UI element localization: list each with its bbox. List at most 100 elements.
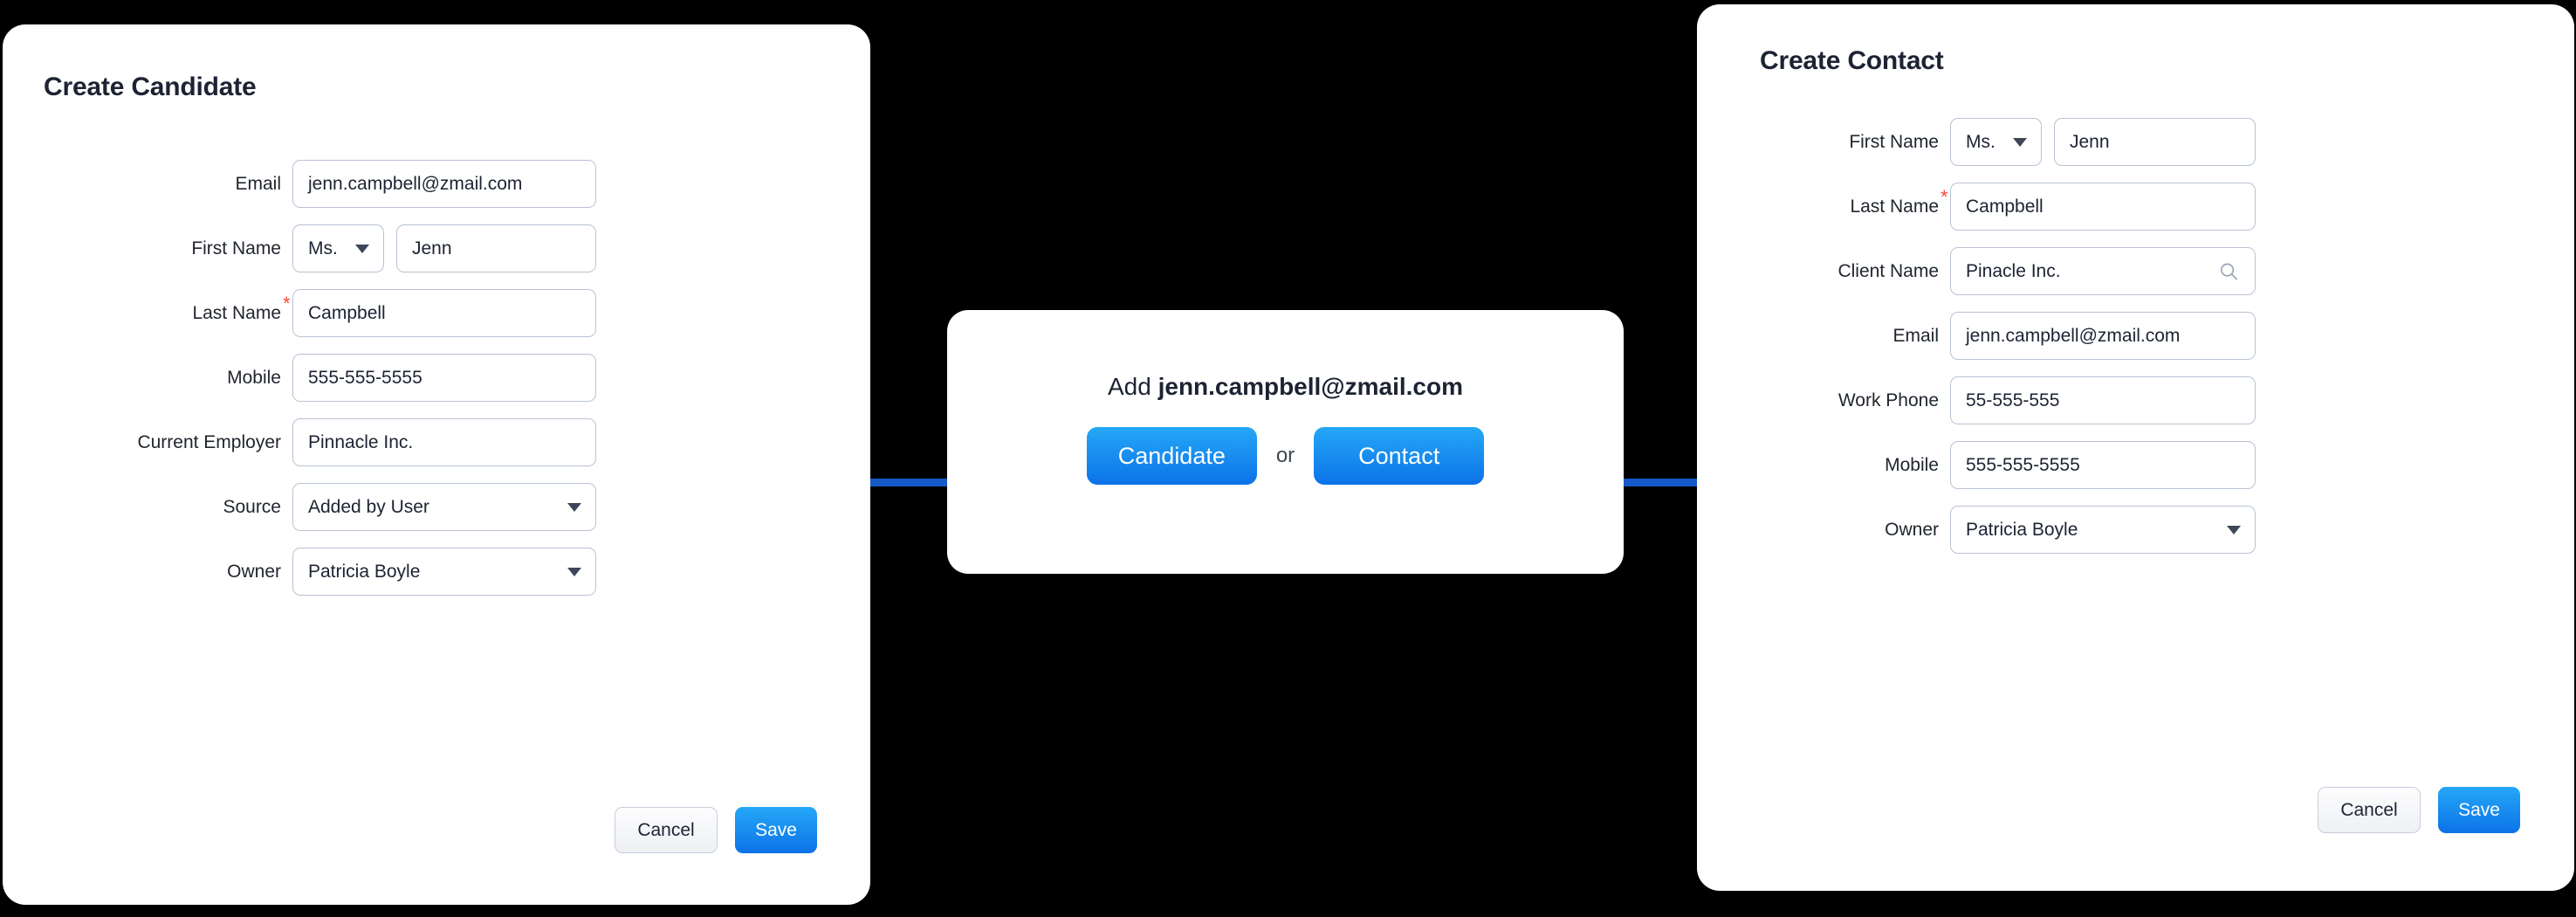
chevron-down-icon (2227, 525, 2241, 534)
candidate-form-actions: Cancel Save (615, 807, 817, 853)
cancel-button-contact[interactable]: Cancel (2318, 787, 2421, 833)
field-value: Pinacle Inc. (1966, 260, 2061, 281)
salutation-select[interactable]: Ms. (292, 224, 384, 272)
dropdown-field[interactable]: Patricia Boyle (1950, 506, 2256, 554)
field-label-text: Last Name (1850, 196, 1939, 217)
dropdown-field[interactable]: Added by User (292, 483, 596, 531)
connector-line-left (869, 479, 951, 486)
first-name-input[interactable]: Jenn (2054, 118, 2256, 166)
or-separator-label: or (1275, 444, 1295, 467)
candidate-choice-button[interactable]: Candidate (1086, 427, 1257, 485)
text-input[interactable]: 55-555-555 (1950, 376, 2256, 424)
text-input[interactable]: 555-555-5555 (292, 354, 596, 402)
field-value: Patricia Boyle (308, 561, 421, 582)
search-icon[interactable] (2219, 261, 2239, 281)
chevron-down-icon (355, 244, 369, 253)
first-name-input[interactable]: Jenn (396, 224, 596, 272)
field-group: 555-555-5555 (1950, 441, 2256, 489)
field-label: Mobile (3, 354, 292, 402)
field-group: Pinnacle Inc. (292, 418, 596, 466)
form-row: Mobile 555-555-5555 (3, 354, 870, 402)
dialog-title: Add jenn.campbell@zmail.com (1108, 373, 1463, 401)
field-label: Last Name* (3, 289, 292, 337)
field-label: First Name (3, 224, 292, 272)
field-label: First Name (1697, 118, 1950, 166)
form-row: Email jenn.campbell@zmail.com (3, 160, 870, 208)
field-label: Current Employer (3, 418, 292, 466)
field-label-text: Work Phone (1838, 390, 1939, 410)
field-group: Ms. Jenn (292, 224, 596, 272)
text-input[interactable]: jenn.campbell@zmail.com (292, 160, 596, 208)
field-group: Campbell (1950, 183, 2256, 231)
text-input[interactable]: Pinnacle Inc. (292, 418, 596, 466)
field-value: Campbell (1966, 196, 2044, 217)
field-group: Patricia Boyle (292, 548, 596, 596)
dialog-actions: Candidate or Contact (1086, 427, 1485, 485)
form-row: Last Name* Campbell (3, 289, 870, 337)
form-row: Owner Patricia Boyle (1697, 506, 2574, 554)
field-value: Patricia Boyle (1966, 519, 2078, 540)
field-label: Mobile (1697, 441, 1950, 489)
text-input[interactable]: Campbell (1950, 183, 2256, 231)
field-value: jenn.campbell@zmail.com (308, 173, 523, 194)
field-label: Client Name (1697, 247, 1950, 295)
field-label-text: Email (1893, 326, 1939, 346)
field-group: Added by User (292, 483, 596, 531)
field-group: 555-555-5555 (292, 354, 596, 402)
field-label-text: First Name (1849, 132, 1939, 152)
contact-choice-button[interactable]: Contact (1314, 427, 1485, 485)
field-group: Ms. Jenn (1950, 118, 2256, 166)
required-asterisk: * (1941, 186, 1948, 208)
text-input[interactable]: Campbell (292, 289, 596, 337)
field-label: Email (3, 160, 292, 208)
field-value: Campbell (308, 302, 386, 323)
save-button-candidate[interactable]: Save (735, 807, 817, 853)
connector-line-right (1619, 479, 1698, 486)
field-label-text: Mobile (227, 368, 281, 388)
contact-form-actions: Cancel Save (2318, 787, 2520, 833)
field-label-text: Mobile (1885, 455, 1939, 475)
form-row: Source Added by User (3, 483, 870, 531)
first-name-value: Jenn (412, 238, 452, 259)
page-title-candidate: Create Candidate (44, 72, 257, 101)
field-label-text: Client Name (1838, 261, 1939, 281)
form-row: Owner Patricia Boyle (3, 548, 870, 596)
dialog-title-email: jenn.campbell@zmail.com (1157, 373, 1463, 400)
save-button-contact[interactable]: Save (2438, 787, 2520, 833)
page-title-contact: Create Contact (1760, 46, 1944, 75)
form-row: Work Phone 55-555-555 (1697, 376, 2574, 424)
dialog-title-prefix: Add (1107, 373, 1158, 400)
field-value: 555-555-5555 (1966, 454, 2080, 475)
field-value: jenn.campbell@zmail.com (1966, 325, 2181, 346)
field-label: Last Name* (1697, 183, 1950, 231)
text-input[interactable]: 555-555-5555 (1950, 441, 2256, 489)
field-label-text: Source (223, 497, 281, 517)
chevron-down-icon (567, 567, 581, 576)
salutation-select[interactable]: Ms. (1950, 118, 2042, 166)
field-group: jenn.campbell@zmail.com (1950, 312, 2256, 360)
field-label: Owner (3, 548, 292, 596)
field-label-text: Owner (227, 562, 281, 582)
field-group: Patricia Boyle (1950, 506, 2256, 554)
text-input[interactable]: jenn.campbell@zmail.com (1950, 312, 2256, 360)
field-label: Work Phone (1697, 376, 1950, 424)
first-name-value: Jenn (2070, 131, 2110, 152)
field-label: Email (1697, 312, 1950, 360)
cancel-button-candidate[interactable]: Cancel (615, 807, 718, 853)
field-group: Campbell (292, 289, 596, 337)
dropdown-field[interactable]: Patricia Boyle (292, 548, 596, 596)
field-group: jenn.campbell@zmail.com (292, 160, 596, 208)
add-record-dialog: Add jenn.campbell@zmail.com Candidate or… (947, 310, 1624, 574)
lookup-field[interactable]: Pinacle Inc. (1950, 247, 2256, 295)
field-label: Owner (1697, 506, 1950, 554)
field-value: Added by User (308, 496, 429, 517)
chevron-down-icon (2013, 137, 2027, 147)
form-row: Client Name Pinacle Inc. (1697, 247, 2574, 295)
required-asterisk: * (283, 293, 291, 314)
chevron-down-icon (567, 502, 581, 512)
